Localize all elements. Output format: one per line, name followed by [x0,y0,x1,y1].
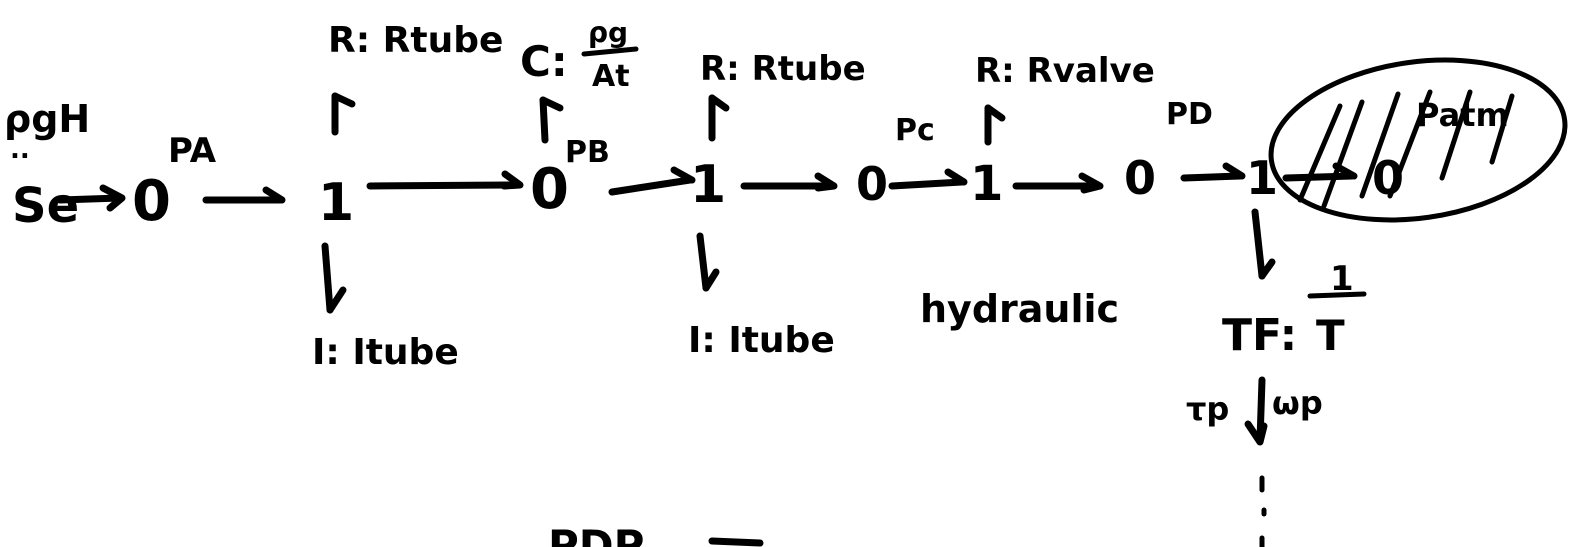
cross-out-stroke-5 [1439,89,1473,181]
tf-denominator: T [1316,311,1345,360]
junction-0-b: 0 [530,157,569,222]
c-tank-numerator: ρg [588,16,628,49]
junction-0-d: 0 [1124,151,1156,205]
pressure-pb: PB [565,135,610,170]
bond-1c-r-half-arrow [984,104,1006,122]
pressure-pd: PD [1166,97,1213,132]
bottom-partial-label: PDP [548,521,644,547]
junction-1-c: 1 [970,156,1003,212]
bond-1b-i-half-arrow [702,268,720,292]
bond-0b-c [539,96,549,144]
tf-numerator: 1 [1330,259,1354,299]
hydraulic-annotation: hydraulic [920,287,1119,331]
circled-atmosphere-region [1268,57,1568,223]
c-tank-prefix: C: [520,37,568,86]
bond-1b-0c-half-arrow [814,172,838,192]
cross-out-stroke-6 [1489,93,1515,165]
bond-0d-1d-half-arrow [1222,162,1246,180]
bond-1a-i [321,242,334,314]
bond-0d-1d [1180,172,1244,182]
bond-1a-r-half-arrow [331,92,356,108]
source-dots: .. [10,135,30,165]
bond-1d-0e [1282,172,1356,182]
bond-1b-r-half-arrow [708,94,730,112]
cross-out-stroke-3 [1359,91,1401,199]
r-tube-2-label: R: Rtube [700,49,866,89]
bond-0c-1c-half-arrow [944,168,968,186]
bond-0b-1b-half-arrow [670,166,696,184]
cross-out-stroke-1 [1297,103,1343,203]
bond-1a-0b [366,181,522,190]
bond-1a-0b-half-arrow [500,170,524,190]
tf-fraction-bar [1307,291,1367,299]
bond-0c-1c [888,178,966,190]
c-tank-denominator: At [592,59,630,94]
pressure-pa: PA [168,131,217,171]
bond-tf-rotational-arrow [1244,420,1268,446]
junction-0-a: 0 [132,169,171,234]
bond-1b-i [696,232,710,292]
junction-0-c: 0 [856,157,888,211]
r-tube-1-label: R: Rtube [328,20,503,61]
cross-out-stroke-4 [1387,89,1433,199]
bond-1a-i-half-arrow [326,286,347,314]
source-effort-label: ρgH [4,97,90,141]
bond-1d-tf-half-arrow [1258,258,1276,280]
bond-se-0a [56,194,124,204]
bond-1c-0d-half-arrow [1078,172,1104,194]
junction-1-b: 1 [690,155,726,215]
bottom-partial-bond [708,537,764,547]
bond-1d-tf [1251,208,1266,280]
bond-0b-1b [608,176,694,196]
bond-0a-1a-half-arrow [262,186,286,204]
pressure-pc: Pc [895,113,935,148]
bond-0b-c-half-arrow [539,96,564,112]
tau-label: τp [1186,390,1229,428]
tf-prefix: TF: [1222,310,1297,361]
source-name: Se [12,178,79,234]
omega-label: ωp [1272,384,1323,422]
cross-out-stroke-2 [1321,99,1365,209]
r-valve-label: R: Rvalve [975,51,1155,91]
bond-se-0a-half-arrow [99,184,126,212]
c-tank-fraction-bar [581,46,639,57]
i-tube-1-label: I: Itube [312,332,459,373]
i-tube-2-label: I: Itube [688,320,835,361]
junction-1-a: 1 [318,173,354,233]
